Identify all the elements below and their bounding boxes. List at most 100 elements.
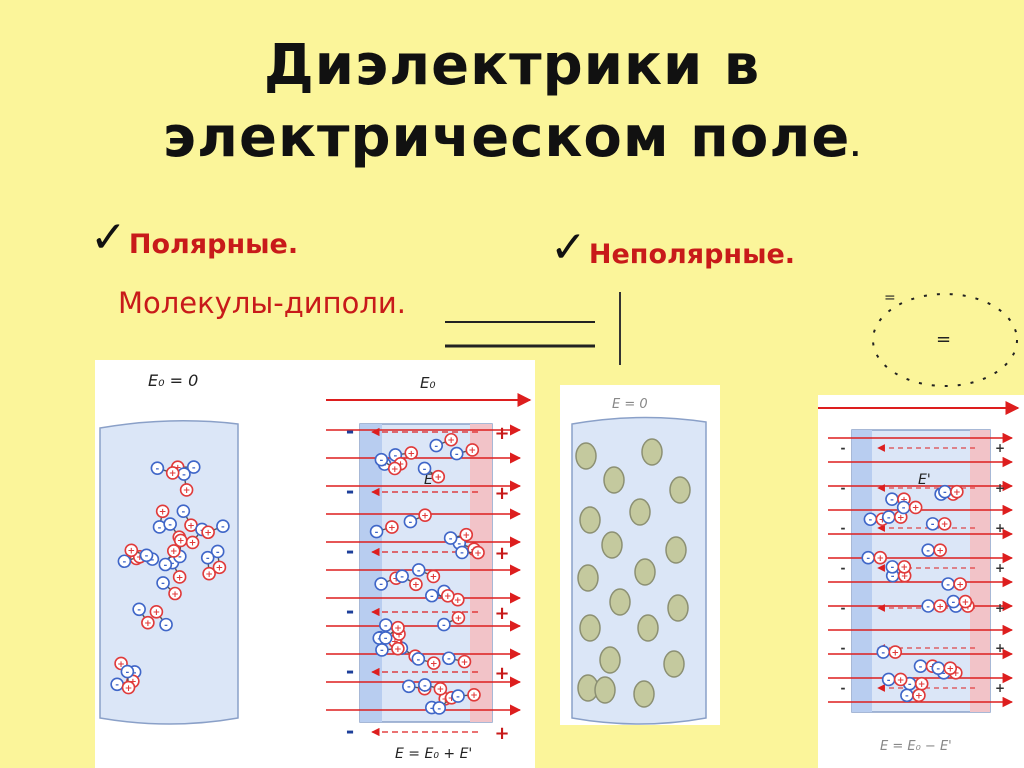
positive-pole — [179, 483, 194, 497]
pole-sign: - — [457, 539, 461, 549]
title-line-2: электрическом поле. — [162, 105, 862, 170]
pole-sign: + — [391, 465, 399, 475]
polar-left-body — [99, 420, 239, 725]
pole-sign: + — [117, 660, 125, 670]
pole-sign: + — [876, 554, 884, 564]
surface-charge-positive: + — [995, 441, 1005, 455]
pole-sign: + — [941, 520, 949, 530]
negative-pole — [403, 514, 418, 529]
positive-pole — [426, 656, 441, 670]
positive-pole — [444, 432, 458, 447]
negative-pole — [156, 576, 170, 590]
pole-sign: - — [430, 704, 434, 714]
surface-charge-negative: - — [841, 481, 846, 495]
surface-charge-positive: + — [494, 663, 509, 684]
negative-pole — [449, 446, 464, 461]
pole-sign: + — [430, 573, 438, 583]
positive-pole — [387, 461, 402, 476]
neutral-molecule — [669, 476, 691, 504]
nonpolar-positive-layer — [970, 430, 990, 712]
pole-sign: - — [151, 555, 155, 565]
neutral-molecule — [599, 646, 621, 674]
pole-sign: + — [388, 523, 396, 533]
pole-sign: + — [421, 511, 429, 521]
pole-sign: - — [902, 504, 906, 514]
positive-pole — [893, 672, 908, 687]
pole-sign: - — [206, 554, 210, 564]
surface-charge-negative: - — [346, 539, 354, 563]
pole-sign: - — [417, 566, 421, 576]
positive-pole — [165, 466, 180, 480]
positive-pole — [471, 545, 485, 560]
positive-pole — [418, 508, 432, 522]
pole-sign: + — [953, 488, 961, 498]
nonpolar-bottom-formula: E = E₀ − E' — [880, 739, 952, 754]
neutral-molecule — [633, 680, 655, 708]
pole-sign: + — [125, 684, 133, 694]
pole-sign: + — [395, 630, 403, 640]
surface-charge-negative: - — [841, 681, 846, 695]
pole-sign: - — [952, 598, 956, 608]
pole-sign: - — [887, 676, 891, 686]
neutral-molecule — [609, 588, 631, 616]
pole-sign: - — [866, 554, 870, 564]
pole-sign: - — [456, 692, 460, 702]
pole-sign: + — [392, 574, 400, 584]
bullet-polar-sub: Молекулы-диполи. — [118, 286, 406, 320]
pole-sign: + — [901, 572, 909, 582]
neutral-molecule — [667, 594, 689, 622]
positive-pole — [467, 687, 481, 702]
negative-pole — [216, 519, 230, 534]
pole-sign: - — [380, 646, 384, 656]
positive-pole — [937, 517, 952, 531]
neutral-molecule — [634, 558, 656, 586]
negative-pole — [120, 664, 135, 679]
positive-pole — [958, 594, 973, 609]
pole-sign: - — [455, 450, 459, 460]
positive-pole — [385, 520, 399, 534]
neutral-molecule — [603, 466, 625, 494]
surface-charge-negative: - — [841, 561, 846, 575]
pole-sign: - — [379, 580, 383, 590]
pole-sign: + — [407, 449, 415, 459]
positive-pole — [943, 661, 958, 675]
surface-charge-positive: + — [995, 481, 1005, 495]
pole-sign: + — [891, 648, 899, 658]
pole-sign: + — [187, 522, 195, 532]
pole-sign: + — [169, 469, 177, 479]
pole-sign: - — [447, 655, 451, 665]
bullet-nonpolar-label: Неполярные. — [588, 239, 796, 270]
pole-sign: - — [887, 513, 891, 523]
negative-pole — [186, 460, 201, 474]
nonpolar-inner-field-label: E' — [918, 472, 931, 488]
neutral-molecule — [641, 438, 663, 466]
pole-sign: - — [919, 662, 923, 672]
pole-sign: + — [461, 658, 469, 668]
negative-pole — [451, 689, 465, 703]
positive-pole — [933, 543, 947, 557]
pole-sign: - — [931, 520, 935, 530]
positive-pole — [404, 446, 419, 460]
pole-sign: - — [460, 549, 464, 559]
pole-sign: - — [133, 668, 137, 678]
negative-pole — [417, 461, 432, 476]
surface-charge-positive: + — [995, 681, 1005, 695]
pole-sign: - — [936, 664, 940, 674]
pole-sign: + — [189, 539, 197, 549]
pole-sign: + — [170, 547, 178, 557]
positive-pole — [391, 641, 405, 656]
pole-sign: - — [137, 606, 141, 616]
pole-sign: + — [455, 614, 463, 624]
positive-pole — [124, 543, 139, 558]
surface-charge-positive: + — [494, 423, 509, 444]
checkmark-icon: ✓ — [550, 222, 587, 273]
positive-pole — [391, 620, 405, 635]
negative-pole — [378, 631, 393, 645]
pole-sign: - — [158, 523, 162, 533]
surface-charge-negative: - — [841, 441, 846, 455]
negative-pole — [402, 679, 416, 694]
pole-sign: - — [434, 442, 438, 452]
negative-pole — [411, 652, 426, 666]
positive-pole — [457, 654, 472, 669]
pole-sign: - — [171, 559, 175, 569]
